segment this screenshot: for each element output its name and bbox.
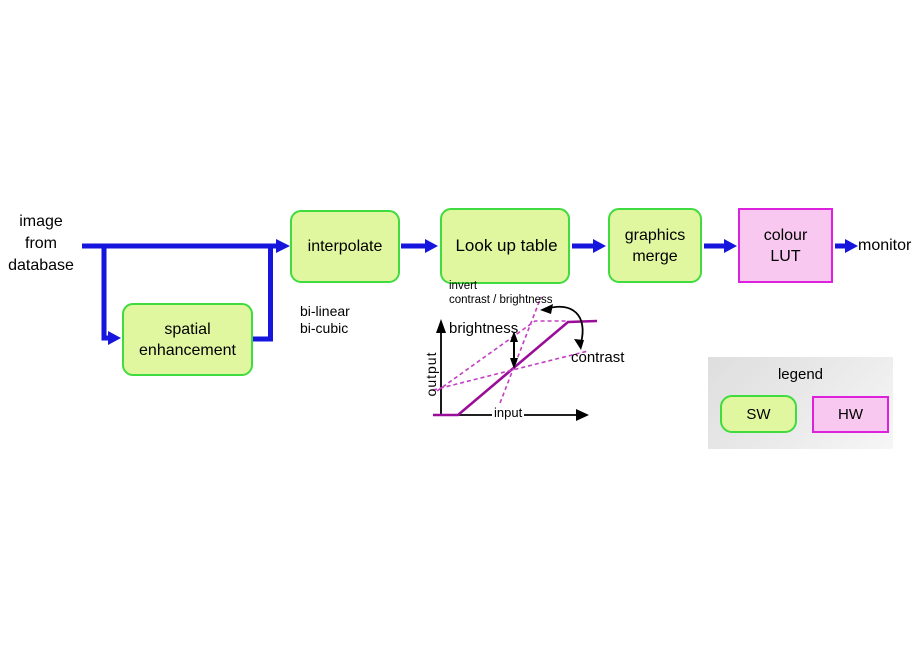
curve-low-contrast: [432, 350, 589, 391]
legend-sw-box: SW: [720, 395, 797, 433]
brightness-arrow-down-head: [510, 358, 518, 369]
legend-panel: legend SW HW: [708, 357, 893, 449]
contrast-label: contrast: [571, 349, 625, 366]
interpolate-note: bi-linear bi-cubic: [300, 303, 350, 336]
node-graphics-merge: graphics merge: [608, 208, 702, 283]
y-axis-label: output: [423, 351, 439, 397]
contrast-rotation-arc: [545, 305, 584, 344]
node-spatial-enhancement: spatial enhancement: [122, 303, 253, 376]
contrast-arc-left-head: [540, 304, 553, 314]
brightness-label: brightness: [449, 320, 519, 337]
x-axis-arrowhead: [576, 409, 589, 421]
legend-title: legend: [777, 366, 824, 383]
legend-hw-box: HW: [812, 396, 889, 433]
y-axis-arrowhead: [436, 319, 446, 333]
curve-brightness-shifted: [436, 320, 566, 392]
flow-arrows: [82, 239, 858, 345]
source-label: image from database: [8, 213, 74, 274]
arrow-into-spatial-head: [108, 331, 121, 345]
lookup-table-title: Look up table: [455, 236, 558, 255]
arrow-into-monitor-head: [845, 239, 858, 253]
node-interpolate: interpolate: [290, 210, 400, 283]
transfer-plot: [432, 296, 598, 421]
arrow-into-interpolate-head: [276, 239, 290, 253]
arrow-into-graphics-head: [593, 239, 606, 253]
legend-sw-label: SW: [746, 405, 771, 423]
curve-high-contrast: [494, 296, 542, 417]
brightness-arrow-up-head: [510, 331, 518, 342]
arrow-into-lut-head: [425, 239, 438, 253]
legend-hw-label: HW: [838, 406, 863, 423]
arrow-branch-down: [101, 244, 108, 341]
contrast-arc-down-head: [574, 339, 584, 350]
monitor-label: monitor: [858, 237, 912, 254]
arrow-branch-return: [253, 246, 273, 342]
node-colour-lut: colour LUT: [738, 208, 833, 283]
node-lookup-table: Look up table invert contrast / brightne…: [440, 208, 570, 306]
lookup-table-detail: invert contrast / brightness: [449, 280, 553, 306]
arrow-into-colourlut-head: [724, 239, 737, 253]
x-axis-label: input: [492, 405, 525, 420]
